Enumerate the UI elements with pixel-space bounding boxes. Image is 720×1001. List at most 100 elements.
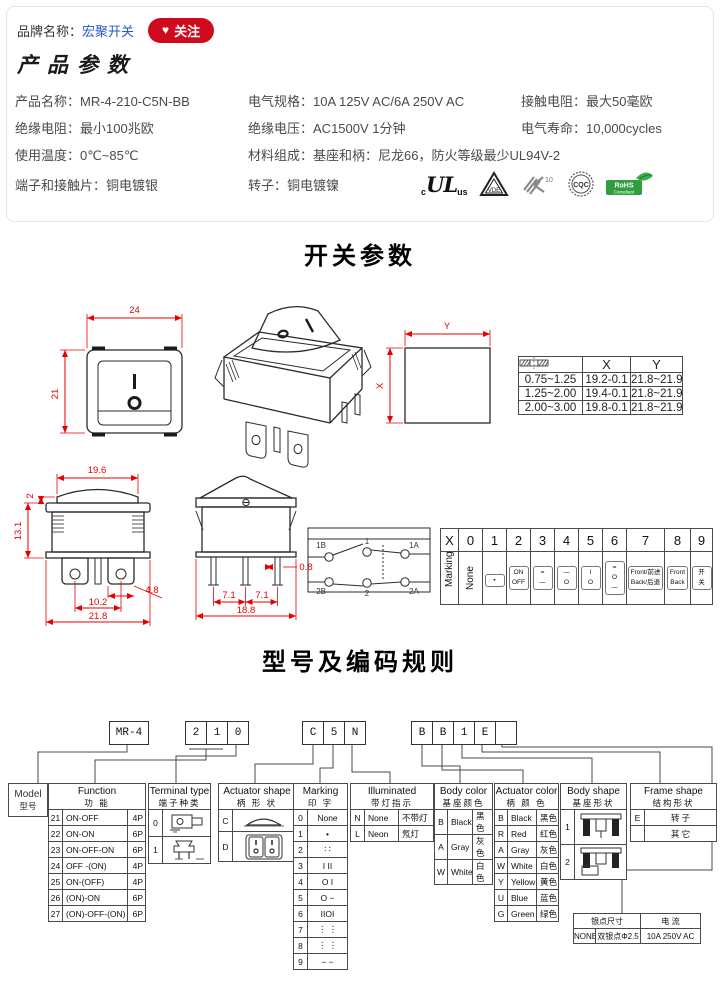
spec-electrical-rating: 电气规格：10A 125V AC/6A 250V AC bbox=[248, 94, 465, 109]
actuator-color-row: G Green 绿色 bbox=[494, 905, 560, 922]
cutout-col-y: Y bbox=[630, 356, 683, 373]
marking-glyph-box: Front/前进 Back/后退 bbox=[627, 566, 664, 590]
code-cell: E bbox=[474, 721, 496, 745]
function-row: 22 ON-ON 6P bbox=[48, 825, 147, 842]
follow-label: 关注 bbox=[174, 23, 201, 39]
code-prefix: MR-4 bbox=[109, 721, 149, 745]
front-view-drawing: 24 21 bbox=[50, 305, 183, 437]
spec-insulation-voltage: 绝缘电压：AC1500V 1分钟 bbox=[248, 121, 406, 136]
function-row: 26 (ON)-ON 6P bbox=[48, 889, 147, 906]
actuator-color-row: B Black 黑色 bbox=[494, 809, 560, 826]
body-color-row: A Gray 灰色 bbox=[434, 834, 494, 860]
function-row: 25 ON-(OFF) 4P bbox=[48, 873, 147, 890]
code-prefix-box: MR-4 bbox=[109, 721, 149, 745]
current-cell: 10A 250V AC bbox=[640, 928, 701, 944]
cqc-mark-icon: CQC bbox=[567, 170, 595, 198]
cutout-table-row: 0.75~1.25 19.2-0.1 21.8~21.9 bbox=[518, 372, 683, 387]
brand-label: 品牌名称： bbox=[17, 23, 83, 39]
svg-text:7.1: 7.1 bbox=[222, 590, 235, 601]
actuator-color-row: W White 白色 bbox=[494, 857, 560, 874]
cutout-table-row: 1.25~2.00 19.4-0.1 21.8~21.9 bbox=[518, 386, 683, 401]
actuator-color-row: R Red 红色 bbox=[494, 825, 560, 842]
cutout-col-x: X bbox=[582, 356, 631, 373]
code-cell: 2 bbox=[185, 721, 207, 745]
code-cell bbox=[495, 721, 517, 745]
marking-row: 5 O − bbox=[293, 889, 349, 906]
marking-matrix-value-row: Marking None • ON OFF bbox=[440, 551, 713, 605]
svg-text:21: 21 bbox=[50, 389, 61, 400]
spec-electrical-life: 电气寿命：10,000cycles bbox=[521, 121, 662, 136]
marking-row: 2 ∶ ∶ bbox=[293, 841, 349, 858]
svg-text:2B: 2B bbox=[316, 587, 326, 596]
k-mark-icon: 10 bbox=[520, 172, 556, 196]
code-cell: 0 bbox=[227, 721, 249, 745]
rohs-mark-icon: RoHS Compliant bbox=[605, 170, 654, 198]
frame-shape-row: 其 它 bbox=[630, 825, 718, 842]
side-view-pin-drawing: 0.8 7.1 7.1 18.8 bbox=[195, 475, 313, 620]
switch-params-heading: 开关参数 bbox=[304, 243, 416, 270]
marking-glyph-box: ON OFF bbox=[508, 566, 529, 590]
code-cell: B bbox=[432, 721, 454, 745]
marking-row: 0 None bbox=[293, 809, 349, 826]
svg-text:19.6: 19.6 bbox=[88, 465, 107, 476]
marking-glyph-box: 开 关 bbox=[691, 566, 712, 590]
illuminated-row: N None 不带灯 bbox=[350, 809, 434, 826]
marking-row-label: Marking bbox=[444, 551, 455, 587]
panel-thickness-icon bbox=[518, 356, 583, 373]
brand-link[interactable]: 宏聚开关 bbox=[82, 23, 135, 39]
body-color-row: W White 白色 bbox=[434, 859, 494, 885]
spec-material: 材料组成：基座和柄：尼龙66，防火等级最少UL94V-2 bbox=[248, 148, 561, 163]
function-row: 24 OFF -(ON) 4P bbox=[48, 857, 147, 874]
marking-row: 6 IIOI bbox=[293, 905, 349, 922]
svg-text:2A: 2A bbox=[409, 587, 419, 596]
illuminated-row: L Neon 氖灯 bbox=[350, 825, 434, 842]
contact-current-table: 银点尺寸 电 流 NONE 双银点Φ2.5 10A 250V AC bbox=[573, 913, 701, 944]
contact-size-header: 银点尺寸 bbox=[573, 913, 641, 929]
svg-text:0.8: 0.8 bbox=[299, 562, 312, 573]
vde-mark-icon: VDE bbox=[478, 170, 509, 198]
svg-text:Compliant: Compliant bbox=[613, 190, 634, 195]
side-view-lug-drawing: 19.6 2 13.1 4.8 10.2 21.8 bbox=[13, 465, 163, 626]
technical-drawings: 24 21 bbox=[0, 290, 720, 642]
svg-text:VDE: VDE bbox=[487, 188, 499, 194]
svg-text:X: X bbox=[375, 382, 386, 389]
brand-row: 品牌名称： 宏聚开关 ♥ 关注 bbox=[17, 17, 215, 43]
spec-rotor-plating: 转子：铜电镀镍 bbox=[248, 178, 340, 193]
model-category-box: Model 型号 bbox=[8, 783, 48, 817]
code-cell: 1 bbox=[453, 721, 475, 745]
svg-text:2: 2 bbox=[365, 589, 370, 598]
svg-text:RoHS: RoHS bbox=[614, 183, 633, 190]
body-bottom-view-2-icon bbox=[573, 844, 628, 880]
frame-shape-row: E 转 子 bbox=[630, 809, 718, 826]
spec-operating-temp: 使用温度：0℃~85℃ bbox=[15, 148, 139, 163]
function-row: 23 ON-OFF-ON 6P bbox=[48, 841, 147, 858]
model-coding-heading: 型号及编码规则 bbox=[262, 649, 458, 676]
actuator-color-row: A Gray 灰色 bbox=[494, 841, 560, 858]
svg-text:1: 1 bbox=[365, 537, 370, 546]
svg-text:1B: 1B bbox=[316, 541, 326, 550]
code-cell: B bbox=[411, 721, 433, 745]
contact-size-cell: 双银点Φ2.5 bbox=[595, 928, 641, 944]
cutout-dimension-table: X Y 0.75~1.25 19.2-0.1 21.8~21.9 1.25~2.… bbox=[518, 356, 683, 415]
follow-button[interactable]: ♥ 关注 bbox=[148, 17, 215, 43]
svg-text:24: 24 bbox=[129, 305, 140, 316]
function-row: 27 (ON)-OFF-(ON) 6P bbox=[48, 905, 147, 922]
svg-text:2: 2 bbox=[25, 493, 36, 498]
pcb-pin-terminal-icon bbox=[162, 836, 211, 864]
svg-text:Y: Y bbox=[444, 321, 451, 332]
body-bottom-view-1-icon bbox=[573, 809, 628, 845]
spec-contact-resistance: 接触电阻：最大50毫欧 bbox=[521, 94, 653, 109]
perspective-view-drawing bbox=[214, 306, 372, 468]
